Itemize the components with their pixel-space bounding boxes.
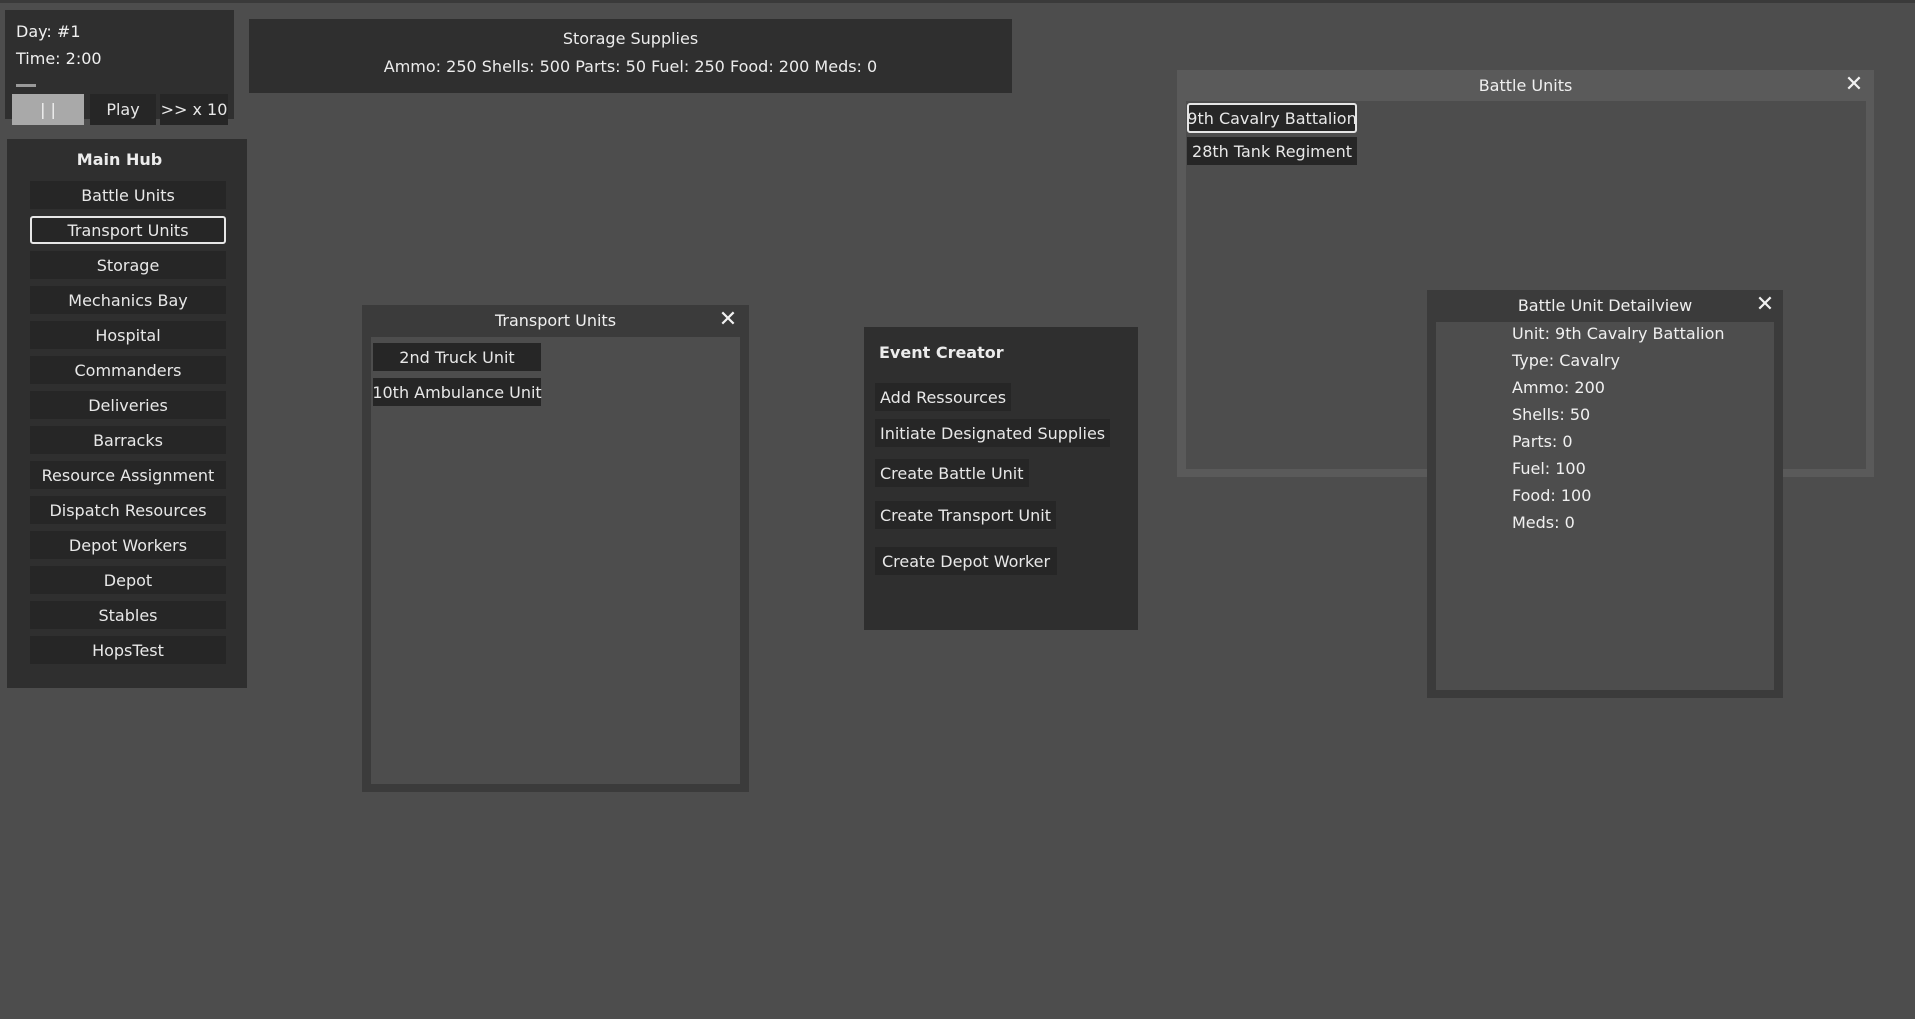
detail-unit: Unit: 9th Cavalry Battalion [1512, 324, 1725, 343]
hub-item-transport-units[interactable]: Transport Units [30, 216, 226, 244]
hub-item-battle-units[interactable]: Battle Units [30, 181, 226, 209]
hub-item-barracks[interactable]: Barracks [30, 426, 226, 454]
hub-item-resource-assignment[interactable]: Resource Assignment [30, 461, 226, 489]
event-creator-panel: Event Creator Add Ressources Initiate De… [864, 327, 1138, 630]
hub-item-commanders[interactable]: Commanders [30, 356, 226, 384]
list-item-battle-unit[interactable]: 9th Cavalry Battalion [1187, 103, 1357, 133]
time-progress-bar [16, 84, 218, 87]
main-hub-panel: Main Hub Battle Units Transport Units St… [7, 139, 247, 688]
hub-item-depot-workers[interactable]: Depot Workers [30, 531, 226, 559]
close-icon[interactable]: ✕ [718, 307, 738, 332]
hub-item-dispatch-resources[interactable]: Dispatch Resources [30, 496, 226, 524]
storage-supplies-title: Storage Supplies [562, 29, 699, 48]
detail-parts: Parts: 0 [1512, 432, 1573, 451]
event-creator-title: Event Creator [879, 343, 1004, 362]
detail-type: Type: Cavalry [1512, 351, 1620, 370]
hub-item-stables[interactable]: Stables [30, 601, 226, 629]
create-transport-unit-button[interactable]: Create Transport Unit [875, 501, 1056, 529]
list-item-transport-unit[interactable]: 10th Ambulance Unit [372, 378, 542, 406]
main-hub-title: Main Hub [76, 150, 163, 169]
add-ressources-button[interactable]: Add Ressources [875, 383, 1012, 411]
transport-units-list: 2nd Truck Unit 10th Ambulance Unit [371, 337, 740, 784]
battle-unit-detail-body: Unit: 9th Cavalry Battalion Type: Cavalr… [1436, 322, 1774, 690]
create-depot-worker-button[interactable]: Create Depot Worker [875, 547, 1058, 575]
transport-units-window: Transport Units ✕ 2nd Truck Unit 10th Am… [362, 305, 749, 792]
hub-item-storage[interactable]: Storage [30, 251, 226, 279]
top-strip [0, 0, 1915, 3]
initiate-designated-supplies-button[interactable]: Initiate Designated Supplies [875, 419, 1111, 447]
battle-unit-detailview-title: Battle Unit Detailview [1517, 295, 1693, 315]
time-panel: Day: #1 Time: 2:00 | | Play >> x 10 [5, 10, 234, 125]
transport-units-window-title: Transport Units [494, 310, 617, 330]
list-item-transport-unit[interactable]: 2nd Truck Unit [373, 343, 541, 371]
storage-supplies-panel: Storage Supplies Ammo: 250 Shells: 500 P… [249, 19, 1012, 93]
create-battle-unit-button[interactable]: Create Battle Unit [875, 459, 1029, 487]
detail-shells: Shells: 50 [1512, 405, 1591, 424]
time-progress-fill [16, 84, 37, 87]
time-label: Time: 2:00 [16, 49, 102, 68]
battle-unit-detailview-window: Battle Unit Detailview ✕ Unit: 9th Caval… [1427, 290, 1783, 698]
detail-fuel: Fuel: 100 [1512, 459, 1586, 478]
detail-food: Food: 100 [1512, 486, 1592, 505]
fast-forward-button[interactable]: >> x 10 [160, 94, 228, 125]
detail-ammo: Ammo: 200 [1512, 378, 1605, 397]
close-icon[interactable]: ✕ [1844, 72, 1864, 97]
list-item-battle-unit[interactable]: 28th Tank Regiment [1187, 137, 1357, 165]
hub-item-hopstest[interactable]: HopsTest [30, 636, 226, 664]
day-label: Day: #1 [16, 22, 81, 41]
storage-supplies-values: Ammo: 250 Shells: 500 Parts: 50 Fuel: 25… [383, 57, 878, 76]
battle-units-window: Battle Units ✕ 9th Cavalry Battalion 28t… [1177, 70, 1874, 477]
hub-item-depot[interactable]: Depot [30, 566, 226, 594]
detail-meds: Meds: 0 [1512, 513, 1575, 532]
pause-button[interactable]: | | [12, 94, 84, 125]
close-icon[interactable]: ✕ [1755, 292, 1775, 317]
hub-item-mechanics-bay[interactable]: Mechanics Bay [30, 286, 226, 314]
battle-units-window-title: Battle Units [1478, 75, 1573, 95]
hub-item-hospital[interactable]: Hospital [30, 321, 226, 349]
play-button[interactable]: Play [90, 94, 156, 125]
hub-item-deliveries[interactable]: Deliveries [30, 391, 226, 419]
